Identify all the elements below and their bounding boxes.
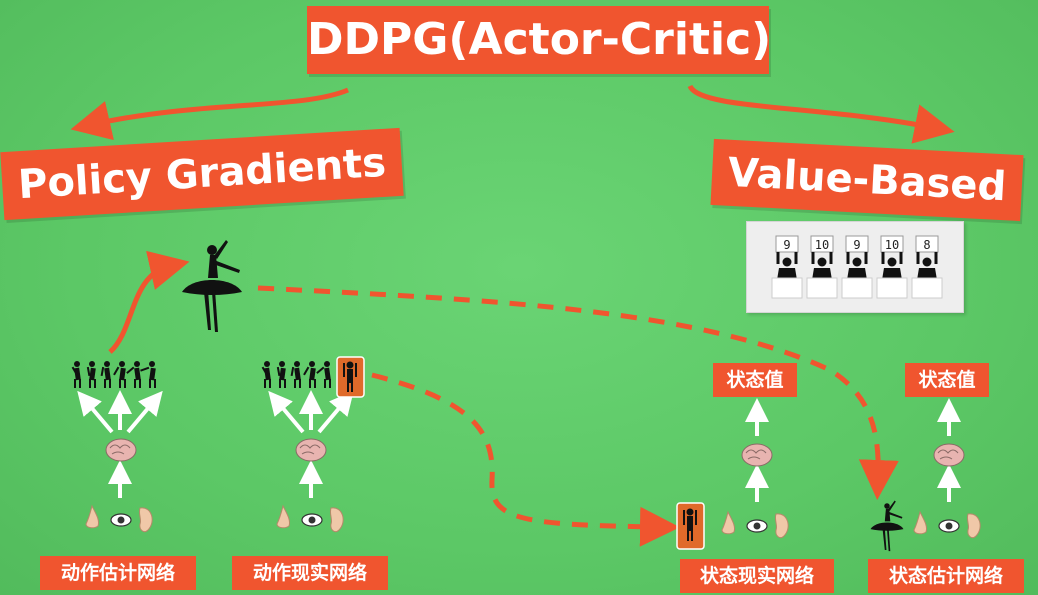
judges-illustration: 9 10 9 10 8 <box>771 235 943 299</box>
dashed-target-action-to-state-target <box>371 372 680 547</box>
judge-score: 9 <box>783 238 790 252</box>
arrow-actions-to-ballerina <box>108 250 190 354</box>
judge-icon: 8 <box>911 235 943 299</box>
action-estimate-network-label: 动作估计网络 <box>40 556 196 590</box>
state-value-label-target: 状态值 <box>713 363 797 397</box>
state-target-network-label: 状态现实网络 <box>680 559 834 593</box>
judge-icon: 10 <box>876 235 908 299</box>
action-target-network-label: 动作现实网络 <box>232 556 388 590</box>
judge-score: 9 <box>853 238 860 252</box>
arrow-title-to-policy <box>70 87 349 141</box>
arrow-title-to-value <box>687 84 955 144</box>
judge-icon: 9 <box>771 235 803 299</box>
diagram-title: DDPG(Actor-Critic) <box>307 6 771 74</box>
judge-score: 10 <box>885 238 899 252</box>
dashed-ballerina-to-state-estimate <box>257 285 899 500</box>
judges-panel: 9 10 9 10 8 <box>746 221 964 313</box>
judge-score: 8 <box>923 238 930 252</box>
state-value-label-estimate: 状态值 <box>905 363 989 397</box>
judge-icon: 10 <box>806 235 838 299</box>
judge-icon: 9 <box>841 235 873 299</box>
white-arrows-actor-estimate <box>77 390 163 498</box>
state-estimate-network-label: 状态估计网络 <box>868 559 1024 593</box>
judge-score: 10 <box>815 238 829 252</box>
white-arrows-actor-target <box>268 390 354 498</box>
